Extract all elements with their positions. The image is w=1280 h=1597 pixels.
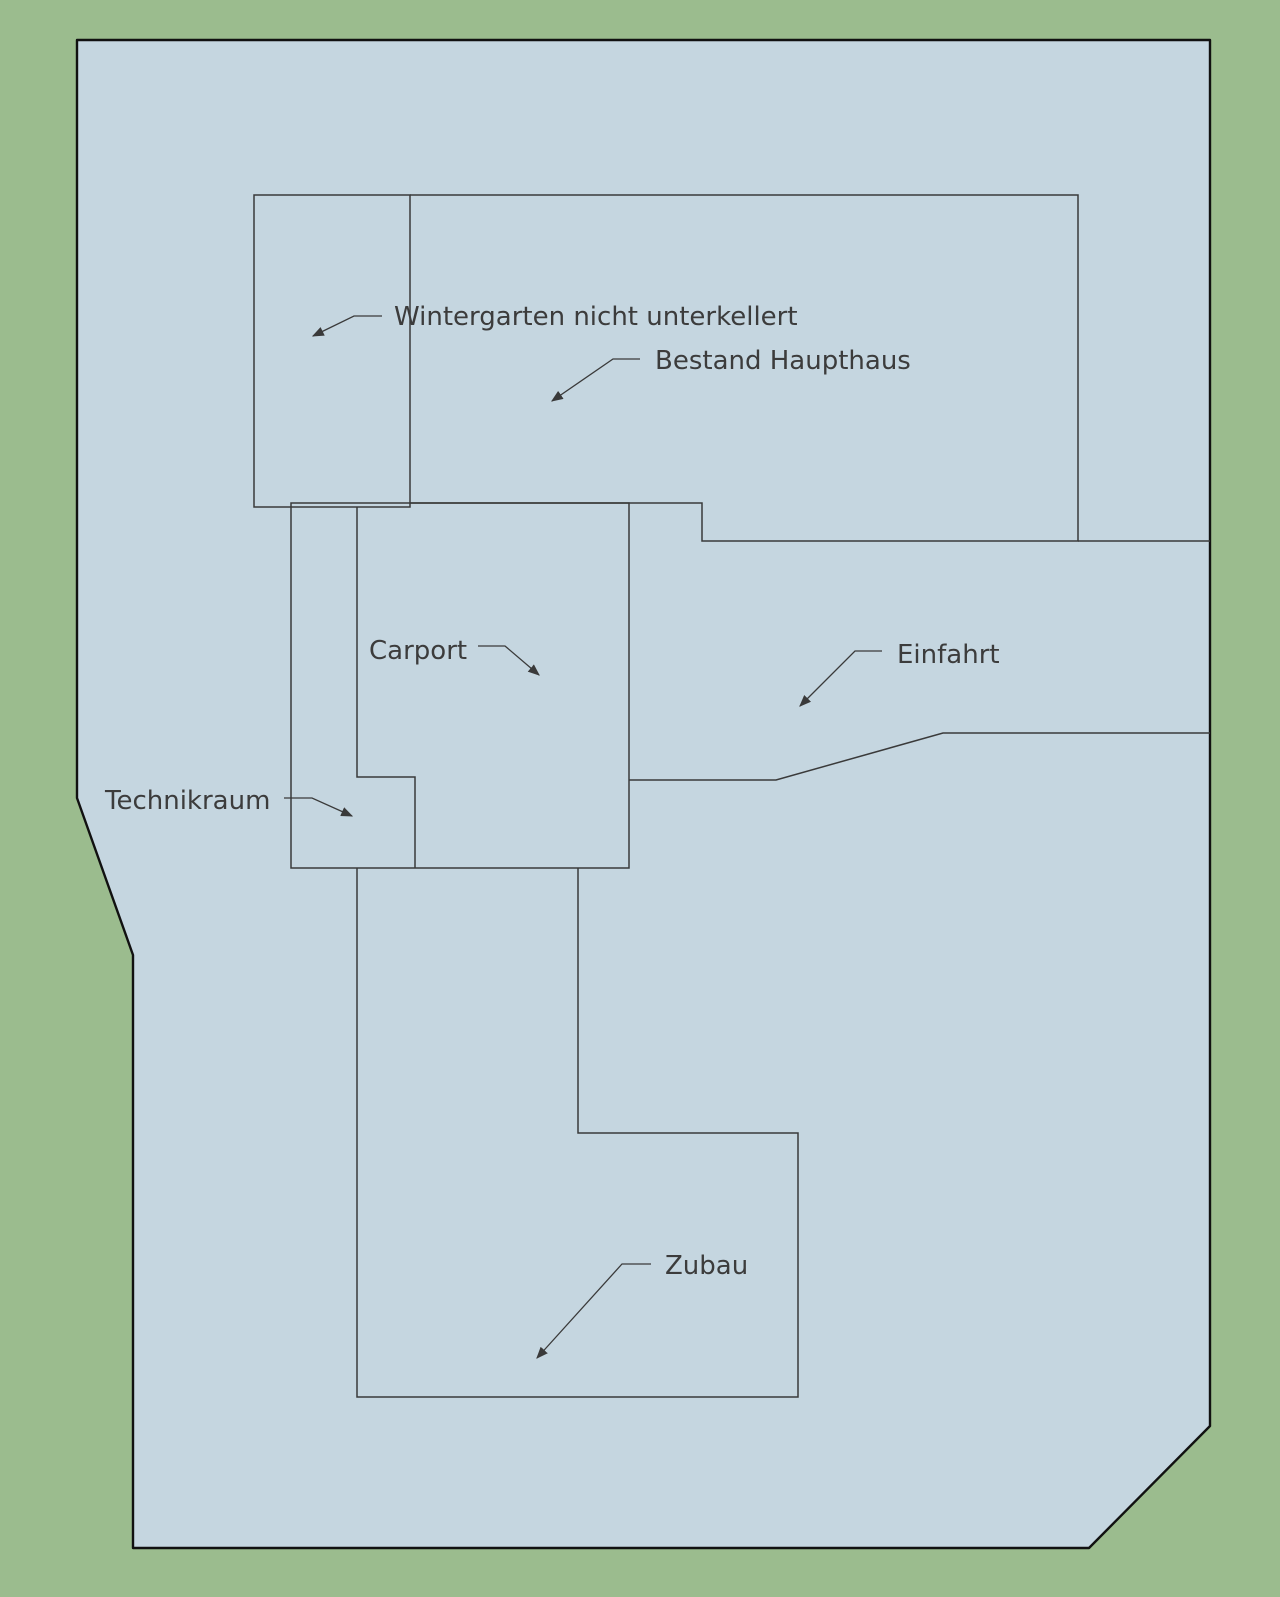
wintergarten-label: Wintergarten nicht unterkellert bbox=[394, 302, 798, 332]
haupthaus-outline bbox=[410, 194, 1079, 542]
bestand-leader bbox=[551, 358, 640, 402]
einfahrt-leader bbox=[799, 650, 882, 707]
einfahrt-label: Einfahrt bbox=[897, 640, 1000, 670]
technikraum-label: Technikraum bbox=[104, 786, 270, 816]
technikraum-outline bbox=[356, 507, 416, 868]
plot-boundary bbox=[75, 38, 1212, 1550]
carport-label: Carport bbox=[369, 636, 467, 666]
wintergarten-leader bbox=[311, 315, 382, 337]
zubau-leader bbox=[536, 1263, 651, 1359]
zubau-outline bbox=[356, 868, 799, 1398]
einfahrt-bottom-line bbox=[629, 732, 1210, 781]
bestand-haupthaus-label: Bestand Haupthaus bbox=[655, 346, 911, 376]
zubau-label: Zubau bbox=[665, 1251, 748, 1281]
technikraum-leader bbox=[284, 797, 354, 817]
carport-outline bbox=[290, 502, 630, 869]
carport-leader bbox=[478, 645, 540, 676]
wintergarten-outline bbox=[253, 194, 411, 508]
